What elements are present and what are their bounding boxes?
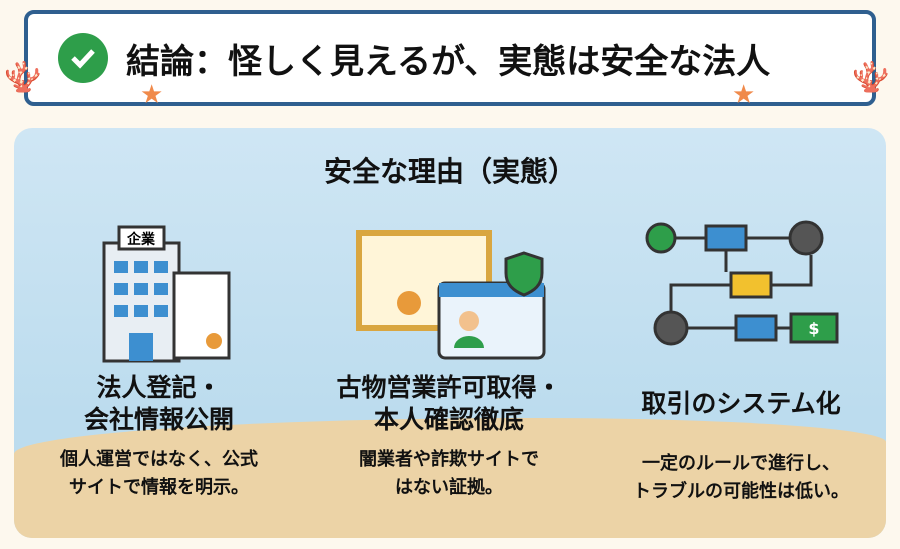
- company-sign: 企業: [126, 231, 156, 248]
- conclusion-banner: 結論：怪しく見えるが、実態は安全な法人: [24, 10, 876, 106]
- reason-description: 闇業者や詐欺サイトではない証拠。: [359, 449, 539, 498]
- conclusion-title: 結論：怪しく見えるが、実態は安全な法人: [126, 41, 771, 82]
- workflow-gears-icon: $: [596, 218, 886, 368]
- certificate-id-shield-icon: [304, 218, 594, 368]
- reason-column-system: $ 取引のシステム化 一定のルールで進行し、トラブルの可能性は低い。: [596, 218, 886, 506]
- reason-column-registration: 企業 法人登記・会社情報公開 個人運営ではなく、公式サイトで情報を明示。: [14, 218, 304, 502]
- reason-heading: 法人登記・会社情報公開: [83, 373, 234, 434]
- starfish-icon: ★: [732, 80, 756, 110]
- section-title: 安全な理由（実態）: [323, 155, 576, 188]
- reason-heading: 古物営業許可取得・本人確認徹底: [336, 373, 562, 434]
- company-building-icon: 企業: [14, 218, 304, 368]
- coral-icon: 🪸: [852, 60, 890, 95]
- starfish-icon: ★: [140, 80, 164, 110]
- reason-description: 個人運営ではなく、公式サイトで情報を明示。: [60, 449, 258, 498]
- sand-floor: [14, 418, 886, 538]
- reason-description: 一定のルールで進行し、トラブルの可能性は低い。: [633, 453, 849, 502]
- coral-icon: 🪸: [4, 60, 42, 95]
- money-icon: $: [808, 319, 819, 338]
- check-circle-icon: [58, 33, 108, 83]
- reasons-panel: 安全な理由（実態） 企業 法人登記・会社情報公開 個人運営ではなく、公式サイトで…: [14, 128, 886, 538]
- reason-heading: 取引のシステム化: [641, 389, 841, 418]
- reason-column-license: 古物営業許可取得・本人確認徹底 闇業者や詐欺サイトではない証拠。: [304, 218, 594, 502]
